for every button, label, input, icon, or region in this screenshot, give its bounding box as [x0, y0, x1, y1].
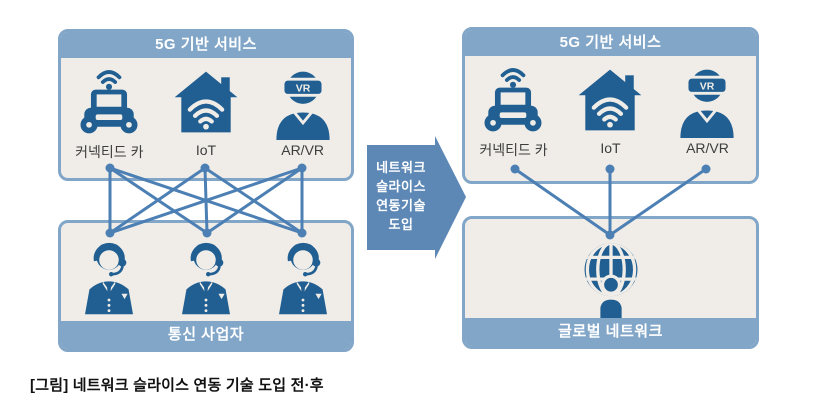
arrow-label-line: 연동기술 [376, 198, 426, 213]
arrow-label-line: 슬라이스 [376, 179, 426, 194]
service-ar-vr: VR AR/VR [255, 64, 351, 158]
service-label: AR/VR [281, 142, 325, 158]
globe-person-icon [577, 241, 645, 326]
operator-headset-icon [271, 237, 335, 315]
connected-car-icon [74, 64, 144, 140]
arrow-label-line: 도입 [388, 217, 414, 232]
connected-car-icon [478, 62, 548, 138]
panel-footer-operators: 통신 사업자 [61, 321, 351, 349]
service-connected-car: 커넥티드 카 [61, 64, 157, 162]
panel-header-5g-after: 5G 기반 서비스 [465, 30, 756, 56]
ar-vr-icon: VR [672, 62, 742, 138]
panel-footer-global-network: 글로벌 네트워크 [465, 318, 756, 346]
service-label: AR/VR [686, 140, 729, 156]
ar-vr-icon: VR [268, 64, 338, 140]
panel-5g-services-after: 5G 기반 서비스 [462, 27, 759, 184]
arrow-label-line: 네트워크 [376, 160, 426, 175]
vr-badge-label: VR [700, 82, 715, 93]
globe-row [465, 219, 756, 326]
operators-row [61, 223, 351, 315]
service-label: IoT [195, 142, 217, 158]
services-row-before: 커넥티드 카 IoT [61, 58, 351, 162]
service-iot: IoT [158, 64, 254, 158]
service-iot: IoT [562, 62, 658, 156]
service-label: IoT [600, 140, 621, 156]
panel-global-network: 글로벌 네트워크 [462, 216, 759, 349]
panel-header-5g-before: 5G 기반 서비스 [61, 32, 351, 58]
panel-telecom-operators: 통신 사업자 [58, 220, 354, 352]
iot-house-icon [575, 62, 645, 138]
transition-arrow-label: 네트워크 슬라이스 연동기술 도입 [364, 158, 438, 234]
operator-headset-icon [77, 237, 141, 315]
service-label: 커넥티드 카 [75, 144, 144, 160]
service-connected-car: 커넥티드 카 [465, 62, 561, 160]
iot-house-icon [171, 64, 241, 140]
service-label: 커넥티드 카 [479, 142, 548, 158]
vr-badge-label: VR [295, 84, 310, 95]
panel-5g-services-before: 5G 기반 서비스 [58, 29, 354, 181]
service-ar-vr: VR AR/VR [659, 62, 755, 156]
operator-headset-icon [174, 237, 238, 315]
services-row-after: 커넥티드 카 IoT [465, 56, 756, 160]
figure-caption: [그림] 네트워크 슬라이스 연동 기술 도입 전·후 [30, 377, 324, 394]
